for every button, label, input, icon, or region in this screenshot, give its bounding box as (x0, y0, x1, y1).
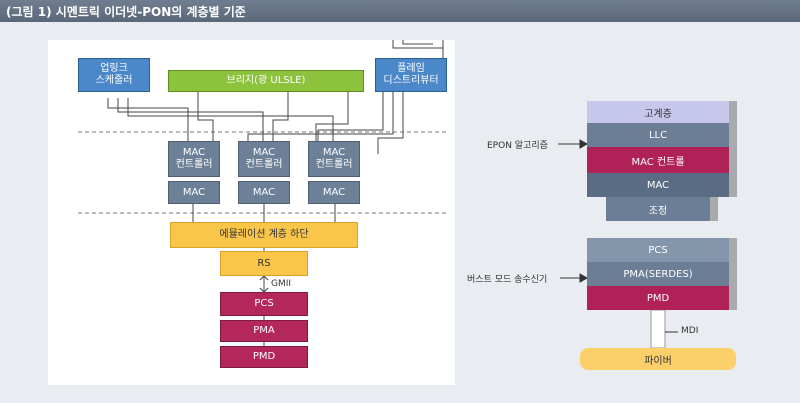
mac-layer-label: MAC (646, 179, 670, 191)
mac-box-3: MAC (308, 181, 360, 204)
pmd-slab: PMD (587, 286, 737, 310)
frame-distributor-box: 플레임 디스트리뷰터 (375, 58, 447, 92)
pcs-slab: PCS (587, 238, 737, 262)
pmd-layer-label: PMD (646, 292, 670, 304)
fiber-label: 파이버 (644, 355, 672, 367)
mac-box-2: MAC (238, 181, 290, 204)
pma-slab: PMA(SERDES) (587, 262, 737, 286)
llc-slab: LLC (587, 123, 737, 147)
pma-box: PMA (220, 320, 308, 342)
fiber-slab: 파이버 (580, 348, 736, 370)
pma-layer-label: PMA(SERDES) (623, 268, 693, 280)
reconciliation-label: 조정 (648, 205, 668, 217)
uplink-scheduler-box: 업링크 스케줄러 (78, 58, 150, 92)
pmd-box: PMD (220, 346, 308, 368)
rs-box: RS (220, 251, 308, 276)
title-bar: (그림 1) 시멘트릭 이더넷-PON의 계층별 기준 (0, 0, 800, 22)
pcs-layer-label: PCS (648, 244, 668, 256)
bridge-box: 브리지(광 ULSLE) (168, 70, 364, 92)
mac-slab: MAC (587, 173, 737, 197)
mac-controller-3: MAC 컨트롤러 (308, 141, 360, 177)
epon-algorithm-label: EPON 알고리즘 (487, 141, 548, 151)
upper-layer-slab: 고계층 (587, 101, 737, 123)
mac-control-slab: MAC 컨트롤 (587, 147, 737, 173)
llc-label: LLC (648, 129, 668, 141)
figure-title: (그림 1) 시멘트릭 이더넷-PON의 계층별 기준 (6, 5, 246, 19)
mac-controller-2: MAC 컨트롤러 (238, 141, 290, 177)
burst-mode-label: 버스트 모드 송수신기 (467, 275, 548, 285)
emulation-sublayer-box: 에뮬레이션 계층 하단 (170, 222, 358, 248)
left-diagram-panel: 업링크 스케줄러 브리지(광 ULSLE) 플레임 디스트리뷰터 MAC 컨트롤… (48, 40, 455, 385)
gmii-label: GMII (271, 279, 292, 289)
reconciliation-slab: 조정 (606, 197, 718, 221)
mac-controller-1: MAC 컨트롤러 (168, 141, 220, 177)
upper-layer-label: 고계층 (644, 108, 672, 120)
mac-control-label: MAC 컨트롤 (631, 156, 685, 168)
mac-box-1: MAC (168, 181, 220, 204)
pcs-box: PCS (220, 292, 308, 316)
mdi-label: MDI (681, 326, 699, 336)
